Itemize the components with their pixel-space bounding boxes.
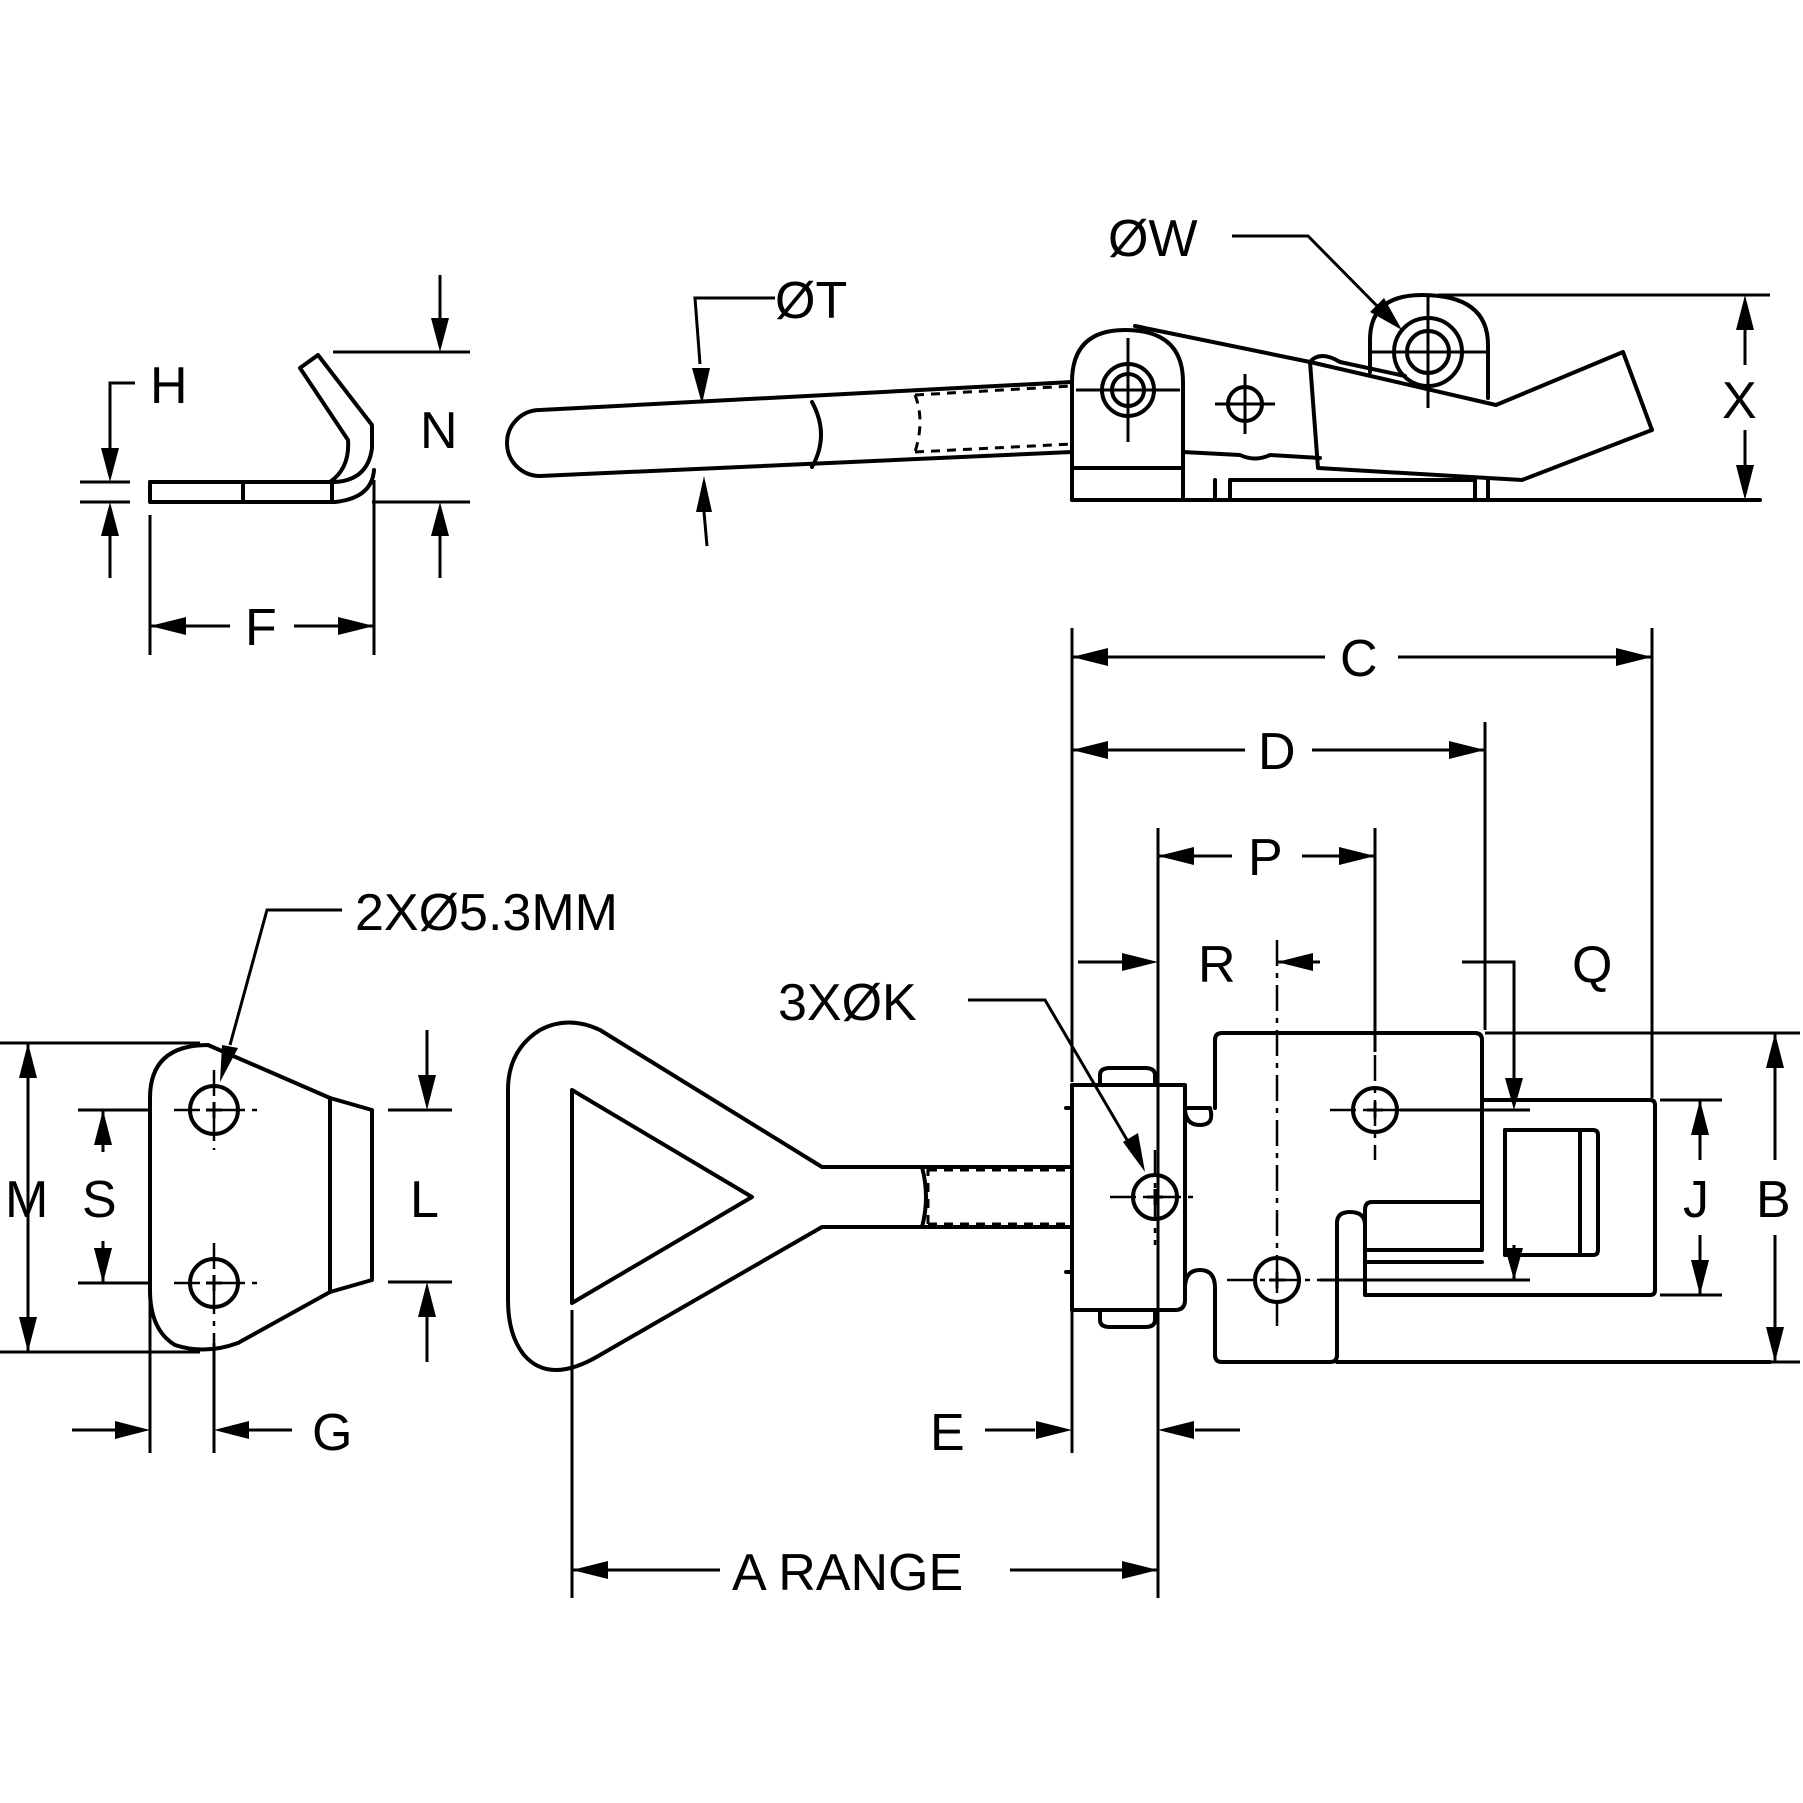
dim-label-p: P: [1248, 829, 1283, 887]
latch-plan-view: [506, 628, 1800, 1598]
dim-label-e: E: [930, 1404, 965, 1462]
dim-label-phi-t: ØT: [775, 272, 847, 330]
dim-label-s: S: [82, 1171, 117, 1229]
dim-label-phi-w: ØW: [1108, 210, 1198, 268]
keeper-side-view: [80, 275, 470, 655]
dim-label-h: H: [150, 357, 188, 415]
dim-label-j: J: [1683, 1171, 1709, 1229]
dim-label-c: C: [1340, 630, 1378, 688]
dim-label-n: N: [420, 402, 458, 460]
dim-label-g: G: [312, 1404, 352, 1462]
dim-label-r: R: [1198, 936, 1236, 994]
hole-note-3x: 3XØK: [778, 974, 917, 1032]
dim-label-x: X: [1722, 372, 1757, 430]
dim-label-f: F: [245, 599, 277, 657]
dim-label-a-range: A RANGE: [732, 1544, 963, 1602]
latch-side-view: [505, 234, 1770, 547]
hole-note-2x: 2XØ5.3MM: [355, 884, 618, 942]
dim-label-m: M: [5, 1171, 48, 1229]
dim-label-b: B: [1756, 1171, 1791, 1229]
dim-label-d: D: [1258, 723, 1296, 781]
dim-label-q: Q: [1572, 936, 1612, 994]
keeper-plan-view: [0, 908, 452, 1453]
dim-label-l: L: [410, 1171, 439, 1229]
